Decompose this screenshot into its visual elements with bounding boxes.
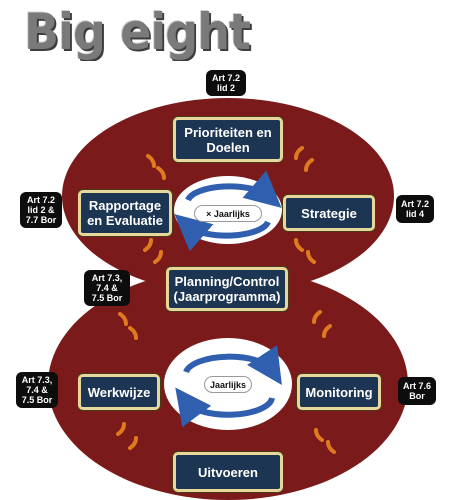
box-werkwijze: Werkwijze: [78, 374, 160, 410]
orange-dash-marks: [116, 146, 336, 454]
article-tag-right-bottom: Art 7.6 Bor: [398, 377, 436, 405]
upper-cycle-arrows-icon: [174, 170, 282, 252]
cycle-label-bottom: Jaarlijks: [204, 376, 252, 393]
lower-cycle-arrows-icon: [175, 345, 282, 428]
box-prioriteiten: Prioriteiten en Doelen: [173, 117, 283, 162]
article-tag-right-top: Art 7.2 lid 4: [396, 195, 434, 223]
box-rapportage: Rapportage en Evaluatie: [78, 190, 172, 236]
box-strategie: Strategie: [283, 195, 375, 231]
article-tag-middle: Art 7.3, 7.4 & 7.5 Bor: [84, 270, 130, 306]
article-tag-left-bottom: Art 7.3, 7.4 & 7.5 Bor: [16, 372, 58, 408]
box-uitvoeren: Uitvoeren: [173, 452, 283, 492]
cycle-label-top: × Jaarlijks: [194, 205, 262, 222]
article-tag-top: Art 7.2 lid 2: [206, 70, 246, 96]
box-planning: Planning/Control (Jaarprogramma): [166, 267, 288, 311]
diagram-title: Big eight: [24, 3, 251, 61]
box-monitoring: Monitoring: [297, 374, 381, 410]
article-tag-left-top: Art 7.2 lid 2 & 7.7 Bor: [20, 192, 62, 228]
